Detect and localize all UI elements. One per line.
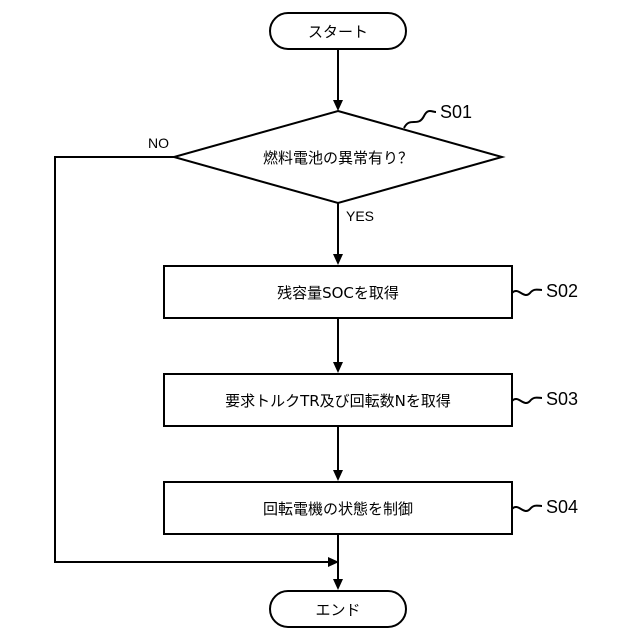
yes-label: YES	[346, 208, 374, 224]
decision-text: 燃料電池の異常有り？	[263, 149, 413, 167]
arrowhead	[333, 470, 343, 481]
step-label-s04: S04	[546, 497, 578, 517]
process-text-s02: 残容量SOCを取得	[277, 284, 399, 302]
step-leader-s01	[404, 111, 436, 128]
start-label: スタート	[308, 23, 368, 41]
step-label-s01: S01	[440, 102, 472, 122]
arrowhead	[333, 362, 343, 373]
arrowhead	[333, 579, 343, 590]
step-label-s02: S02	[546, 281, 578, 301]
end-label: エンド	[315, 601, 360, 619]
step-label-s03: S03	[546, 389, 578, 409]
step-leader-s02	[512, 290, 542, 295]
arrowhead	[333, 100, 343, 111]
step-leader-s04	[512, 506, 542, 511]
process-text-s04: 回転電機の状態を制御	[263, 500, 413, 518]
no-label: NO	[148, 135, 169, 151]
process-text-s03: 要求トルクTR及び回転数Nを取得	[225, 392, 451, 410]
arrowhead	[333, 254, 343, 265]
step-leader-s03	[512, 398, 542, 403]
